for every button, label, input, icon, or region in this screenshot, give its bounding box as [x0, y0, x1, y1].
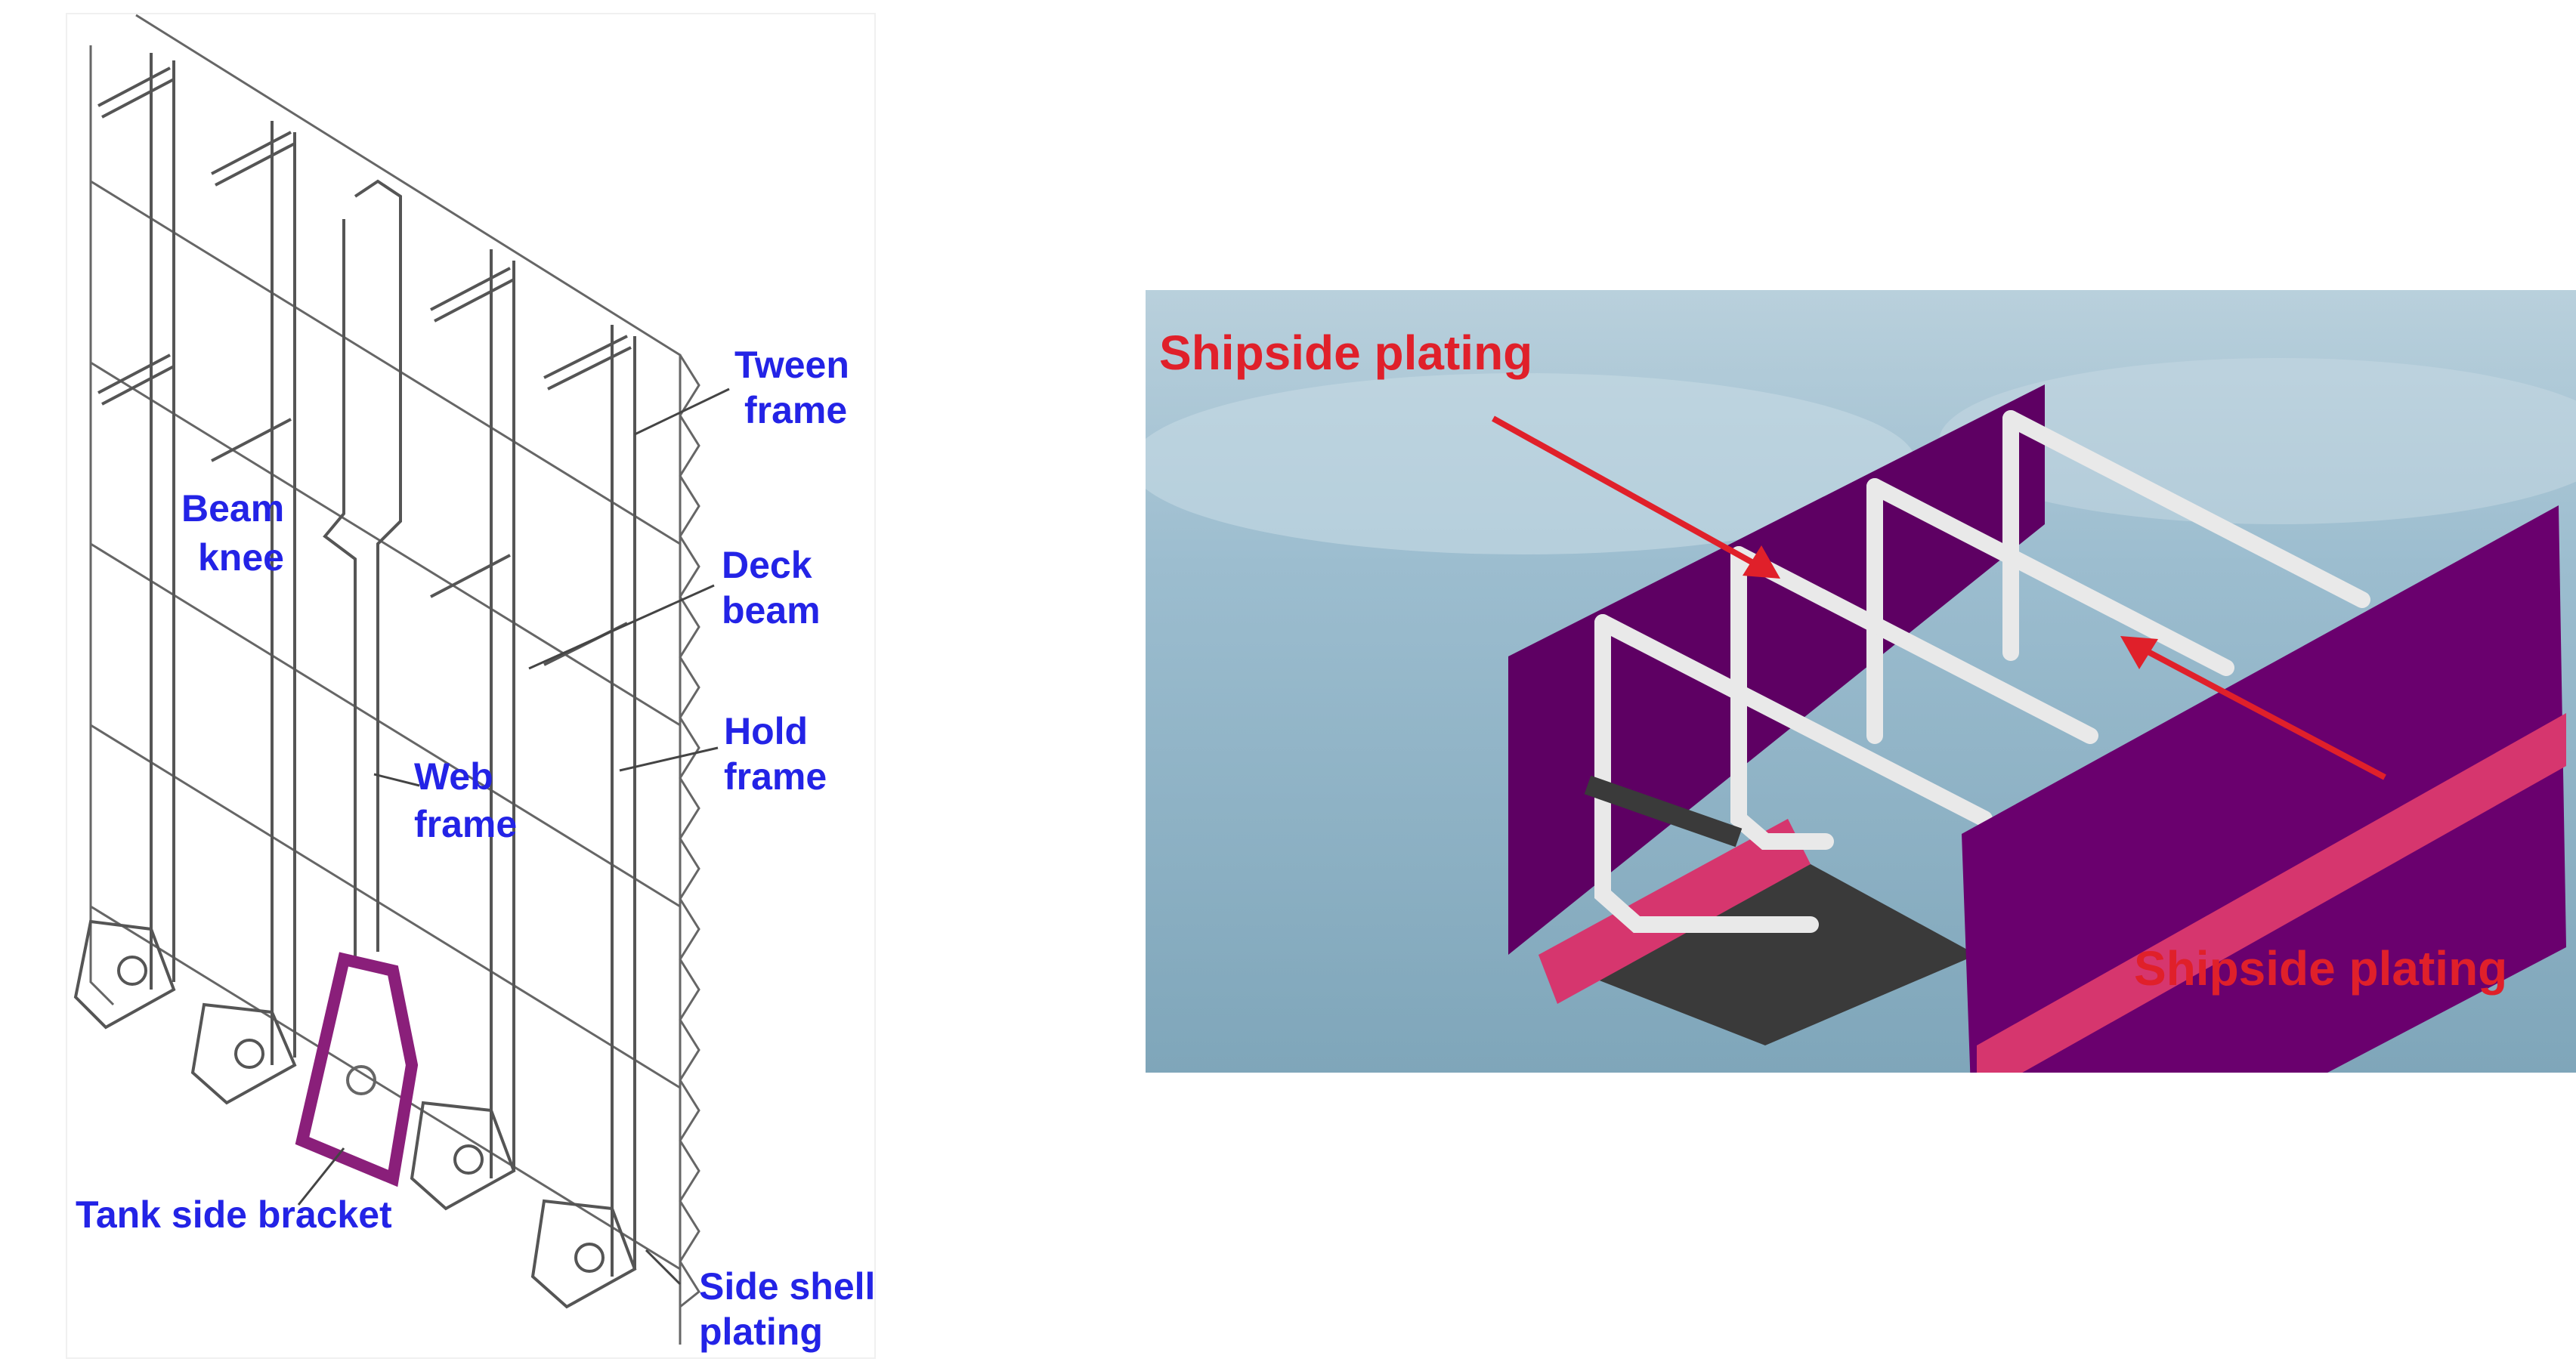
label-tank-side-bracket: Tank side bracket: [76, 1193, 392, 1236]
label-side-shell-plating-1: Side shell: [699, 1265, 875, 1308]
drawing-border: [66, 13, 876, 1359]
near-shipside-plating: [1962, 505, 2566, 1257]
shipside-render: Shipside plating Shipside plating: [1130, 290, 2576, 1257]
label-web-frame-2: frame: [414, 803, 517, 845]
frames: [1594, 410, 2370, 933]
tank-side-brackets: [73, 919, 637, 1309]
stiffener: [1584, 775, 1743, 848]
bottom-edge-right: [1977, 713, 2566, 1098]
cloud: [1130, 373, 1916, 554]
label-shipside-plating-bottom: Shipside plating: [2134, 941, 2507, 996]
label-beam-knee-2: knee: [198, 536, 284, 579]
cloud: [1939, 358, 2576, 524]
shipside-render-drawing: Shipside plating Shipside plating: [1130, 290, 2576, 1257]
label-hold-frame-2: frame: [724, 755, 827, 798]
label-deck-beam-2: beam: [722, 589, 821, 631]
web-frame: [323, 179, 402, 959]
hold-frames: [150, 53, 636, 1277]
highlighted-tank-side-bracket: [295, 952, 419, 1187]
label-web-frame-1: Web: [414, 755, 493, 798]
arrows: [1492, 415, 2386, 780]
floor: [1573, 864, 1977, 1045]
label-hold-frame-1: Hold: [724, 710, 808, 752]
label-side-shell-plating-2: plating: [699, 1311, 823, 1353]
frame-structure-drawing: Tween frame Beam knee Deck beam Hold fra…: [66, 13, 876, 1359]
label-tween-frame-1: Tween: [734, 344, 849, 386]
bracket-hole: [346, 1065, 376, 1095]
label-deck-beam-1: Deck: [722, 544, 812, 586]
frame-structure-diagram: Tween frame Beam knee Deck beam Hold fra…: [0, 0, 907, 1367]
label-beam-knee-1: Beam: [181, 487, 284, 530]
label-tween-frame-2: frame: [744, 389, 847, 431]
side-shell-outline: [89, 14, 700, 1345]
label-shipside-plating-top: Shipside plating: [1159, 326, 1532, 380]
leader-lines: [297, 388, 730, 1286]
bottom-edge-left: [1538, 819, 1811, 1004]
